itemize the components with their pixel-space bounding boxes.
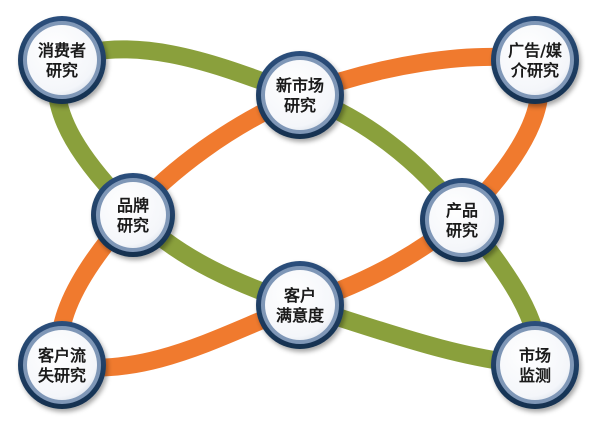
node-face [265, 60, 335, 130]
node-face [265, 270, 335, 340]
node-label-line: 研究 [46, 61, 78, 80]
node-label-line: 市场 [519, 346, 551, 365]
orange-band-top [50, 47, 544, 374]
node-face [27, 330, 97, 400]
node-label-line: 满意度 [276, 306, 325, 325]
node-label-line: 研究 [446, 221, 478, 240]
node-label-line: 研究 [284, 96, 316, 115]
node-label-line: 客户 [284, 286, 316, 305]
node-label-line: 客户流 [38, 346, 86, 365]
node-face [500, 25, 570, 95]
node-label-line: 品牌 [117, 196, 149, 215]
node-label-line: 消费者 [38, 41, 86, 60]
node-label-line: 失研究 [38, 366, 86, 385]
node-label-line: 介研究 [510, 61, 559, 80]
connection-bands [47, 40, 549, 377]
node-face [429, 187, 495, 253]
node-label-line: 新市场 [276, 76, 324, 95]
node-face [100, 182, 166, 248]
node-label-line: 监测 [519, 366, 551, 385]
node-label-line: 广告/媒 [508, 41, 563, 60]
node-face [27, 25, 97, 95]
green-band-bottom [47, 51, 544, 374]
node-label-line: 研究 [117, 216, 149, 235]
node-label-line: 产品 [446, 201, 478, 220]
node-face [500, 330, 570, 400]
green-band-top [53, 40, 549, 374]
orange-band-bottom [53, 51, 549, 377]
